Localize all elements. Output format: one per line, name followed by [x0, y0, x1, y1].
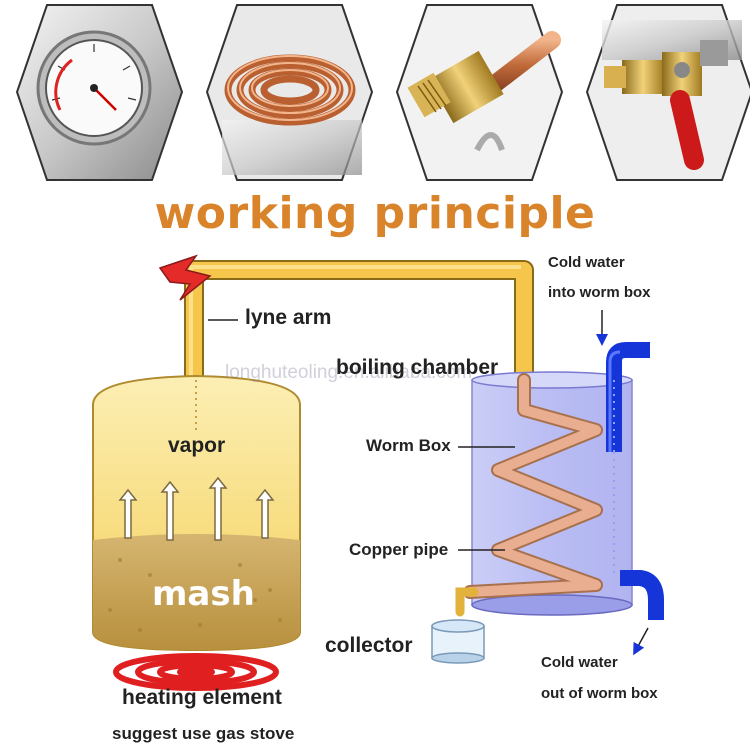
gas-stove-note: suggest use gas stove — [112, 724, 295, 743]
collector-jar — [431, 619, 485, 664]
leader-lines — [208, 310, 649, 656]
boiling-chamber-label: boiling chamber — [336, 356, 499, 379]
cold-in-label-line2: into worm box — [548, 284, 651, 301]
page-title: working principle — [154, 188, 596, 239]
watermark: longhuteoling.en.alibaba.com — [225, 362, 473, 383]
lyne-arm-label: lyne arm — [245, 306, 332, 329]
copper-pipe-label: Copper pipe — [349, 540, 449, 559]
thermometer-photo — [15, 4, 184, 181]
outlet-pipe — [455, 587, 479, 617]
collector-label: collector — [325, 634, 413, 657]
cold-in-label-line1: Cold water — [548, 254, 625, 271]
photo-strip — [0, 0, 750, 190]
copper-worm-coil — [463, 373, 603, 599]
boiling-chamber — [92, 374, 301, 652]
cold-out-label-line1: Cold water — [541, 654, 618, 671]
copper-coil-photo — [205, 4, 374, 181]
mash-label: mash — [152, 574, 255, 614]
cold-water-inlet-pipe — [606, 342, 650, 452]
vapor-label: vapor — [168, 434, 226, 457]
heating-element-spiral — [113, 653, 279, 691]
cold-out-label-line2: out of worm box — [541, 685, 658, 702]
vapor-arrows — [118, 476, 275, 541]
photo-strip-graphics — [15, 4, 750, 181]
brass-fitting-photo — [395, 4, 564, 181]
cold-water-outlet-pipe — [613, 452, 664, 620]
heating-element-label: heating element — [122, 686, 282, 709]
worm-box-label: Worm Box — [366, 436, 451, 455]
thermometer-spark-icon — [158, 254, 212, 301]
lyne-arm-pipe — [184, 260, 534, 380]
ball-valve-photo — [585, 4, 750, 181]
